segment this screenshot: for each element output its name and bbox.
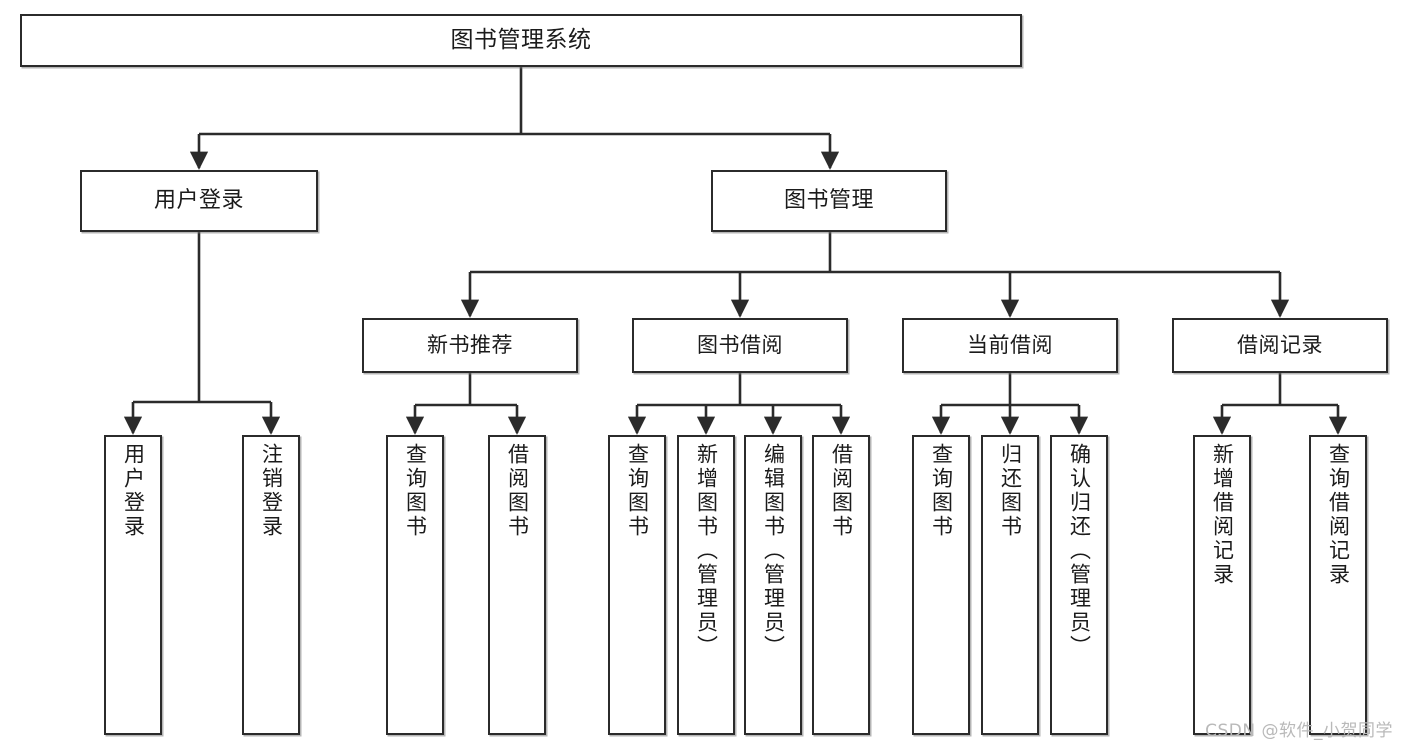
leaf-current-confirm-return-admin[interactable]: 确认归还（管理员） (1050, 435, 1108, 735)
node-book-borrow[interactable]: 图书借阅 (632, 318, 848, 373)
leaf-borrow-add-book-admin-label: 新增图书（管理员） (694, 443, 719, 659)
leaf-borrow-borrow-book-label: 借阅图书 (829, 443, 854, 539)
leaf-login-logout[interactable]: 注销登录 (242, 435, 300, 735)
node-borrow-records-label: 借阅记录 (1237, 333, 1323, 358)
leaf-records-query-record[interactable]: 查询借阅记录 (1309, 435, 1367, 735)
leaf-records-query-record-label: 查询借阅记录 (1326, 443, 1351, 587)
node-user-login-label: 用户登录 (153, 188, 244, 214)
leaf-current-query-book-label: 查询图书 (929, 443, 954, 539)
leaf-login-logout-label: 注销登录 (259, 443, 284, 539)
node-book-borrow-label: 图书借阅 (697, 333, 783, 358)
leaf-newbook-borrow-book[interactable]: 借阅图书 (488, 435, 546, 735)
leaf-records-add-record-label: 新增借阅记录 (1210, 443, 1235, 587)
node-root[interactable]: 图书管理系统 (20, 14, 1022, 67)
node-new-book-recommend[interactable]: 新书推荐 (362, 318, 578, 373)
leaf-current-return-book[interactable]: 归还图书 (981, 435, 1039, 735)
leaf-login-user-login-label: 用户登录 (121, 443, 146, 539)
leaf-borrow-edit-book-admin-label: 编辑图书（管理员） (761, 443, 786, 659)
leaf-login-user-login[interactable]: 用户登录 (104, 435, 162, 735)
node-current-borrow-label: 当前借阅 (967, 333, 1053, 358)
node-user-login[interactable]: 用户登录 (80, 170, 318, 232)
node-book-management-label: 图书管理 (783, 188, 874, 214)
leaf-newbook-query-book-label: 查询图书 (403, 443, 428, 539)
leaf-newbook-borrow-book-label: 借阅图书 (505, 443, 530, 539)
leaf-borrow-add-book-admin[interactable]: 新增图书（管理员） (677, 435, 735, 735)
leaf-borrow-query-book[interactable]: 查询图书 (608, 435, 666, 735)
leaf-borrow-edit-book-admin[interactable]: 编辑图书（管理员） (744, 435, 802, 735)
leaf-borrow-borrow-book[interactable]: 借阅图书 (812, 435, 870, 735)
node-new-book-recommend-label: 新书推荐 (427, 333, 513, 358)
leaf-current-return-book-label: 归还图书 (998, 443, 1023, 539)
leaf-current-query-book[interactable]: 查询图书 (912, 435, 970, 735)
leaf-records-add-record[interactable]: 新增借阅记录 (1193, 435, 1251, 735)
csdn-watermark: CSDN @软件_小贺同学 (1205, 721, 1393, 741)
leaf-newbook-query-book[interactable]: 查询图书 (386, 435, 444, 735)
leaf-current-confirm-return-admin-label: 确认归还（管理员） (1067, 443, 1092, 659)
node-root-label: 图书管理系统 (450, 27, 592, 54)
node-book-management[interactable]: 图书管理 (711, 170, 947, 232)
leaf-borrow-query-book-label: 查询图书 (625, 443, 650, 539)
node-borrow-records[interactable]: 借阅记录 (1172, 318, 1388, 373)
node-current-borrow[interactable]: 当前借阅 (902, 318, 1118, 373)
